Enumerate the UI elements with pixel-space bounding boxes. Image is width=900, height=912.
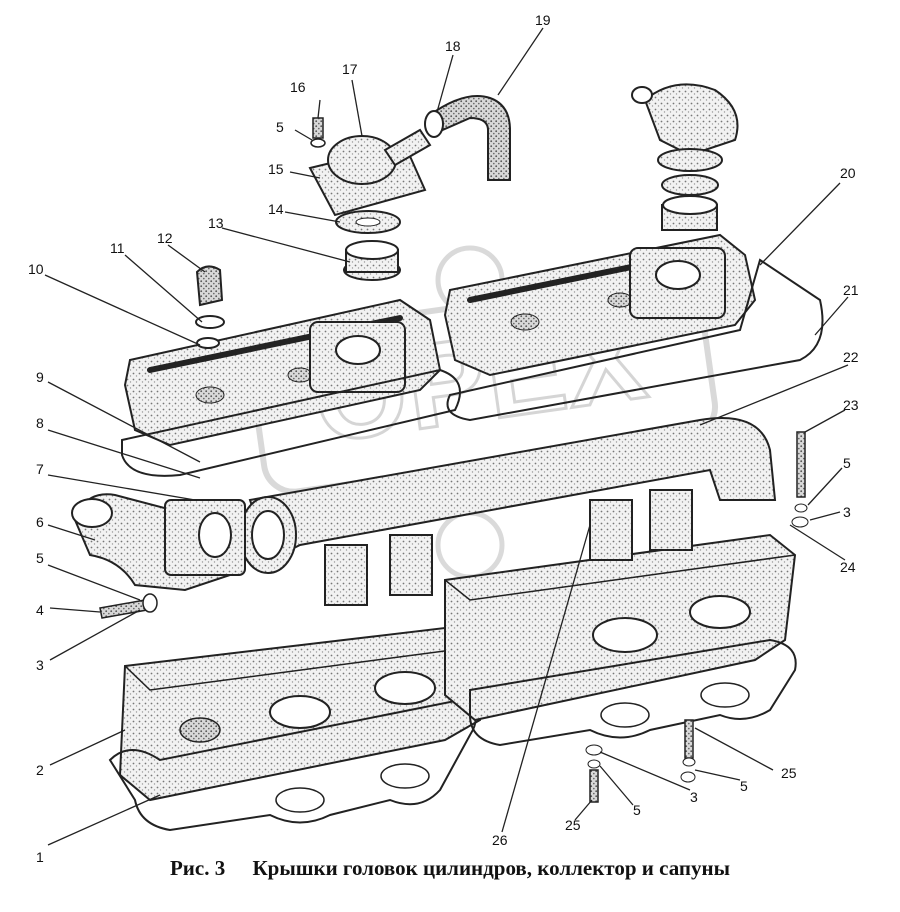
callout-10: 10 (28, 261, 44, 277)
callout-22: 22 (843, 349, 859, 365)
callout-7: 7 (36, 461, 44, 477)
callout-19: 19 (535, 12, 551, 28)
callout-5-bottom-right: 5 (740, 778, 748, 794)
rocker-gasket-right (446, 258, 824, 422)
rocker-cover-left (123, 298, 442, 447)
callout-16: 16 (290, 79, 306, 95)
manifold (239, 417, 777, 606)
lower-flange-right (444, 533, 797, 722)
lower-gasket-right (469, 638, 797, 747)
callout-5-right: 5 (843, 455, 851, 471)
callout-2: 2 (36, 762, 44, 778)
callout-5-upper: 5 (276, 119, 284, 135)
bolt-4 (99, 593, 158, 619)
callout-12: 12 (157, 230, 173, 246)
callout-11: 11 (110, 240, 125, 256)
stud-23 (791, 431, 809, 528)
callout-8: 8 (36, 415, 44, 431)
callout-24: 24 (840, 559, 856, 575)
callout-1: 1 (36, 849, 44, 865)
callout-5: 5 (36, 550, 44, 566)
callout-3-right: 3 (843, 504, 851, 520)
callout-14: 14 (268, 201, 284, 217)
callout-9: 9 (36, 369, 44, 385)
callout-18: 18 (445, 38, 461, 54)
callout-13: 13 (208, 215, 224, 231)
rocker-cover-right (443, 233, 757, 377)
callout-4: 4 (36, 602, 44, 618)
callout-6: 6 (36, 514, 44, 530)
breather-assembly-right (631, 83, 739, 231)
breather-hose (424, 95, 511, 181)
figure-number: Рис. 3 (169, 856, 226, 880)
lower-gasket-left (108, 698, 477, 832)
elbow-pipe (71, 493, 246, 592)
rocker-gasket-left (121, 368, 461, 477)
breather-assembly-left (308, 117, 432, 281)
figure-caption: Рис. 3 Крышки головок цилиндров, коллект… (0, 856, 900, 881)
studs-25 (585, 719, 696, 803)
callout-23: 23 (843, 397, 859, 413)
callout-25: 25 (781, 765, 797, 781)
bolt-and-washers-10-12 (195, 265, 225, 349)
callout-3: 3 (36, 657, 44, 673)
callout-21: 21 (843, 282, 859, 298)
callout-3-bottom: 3 (690, 789, 698, 805)
lower-flange-left (118, 623, 492, 802)
leader-lines (44, 27, 849, 846)
callout-15: 15 (268, 161, 284, 177)
callout-5-bottom: 5 (633, 802, 641, 818)
figure-title: Крышки головок цилиндров, коллектор и са… (252, 856, 731, 880)
callout-25-bottom: 25 (565, 817, 581, 833)
callout-labels: 1 2 3 4 5 6 7 8 9 10 11 12 13 14 15 16 1… (28, 12, 859, 865)
callout-17: 17 (342, 61, 358, 77)
callout-20: 20 (840, 165, 856, 181)
callout-26: 26 (492, 832, 508, 848)
